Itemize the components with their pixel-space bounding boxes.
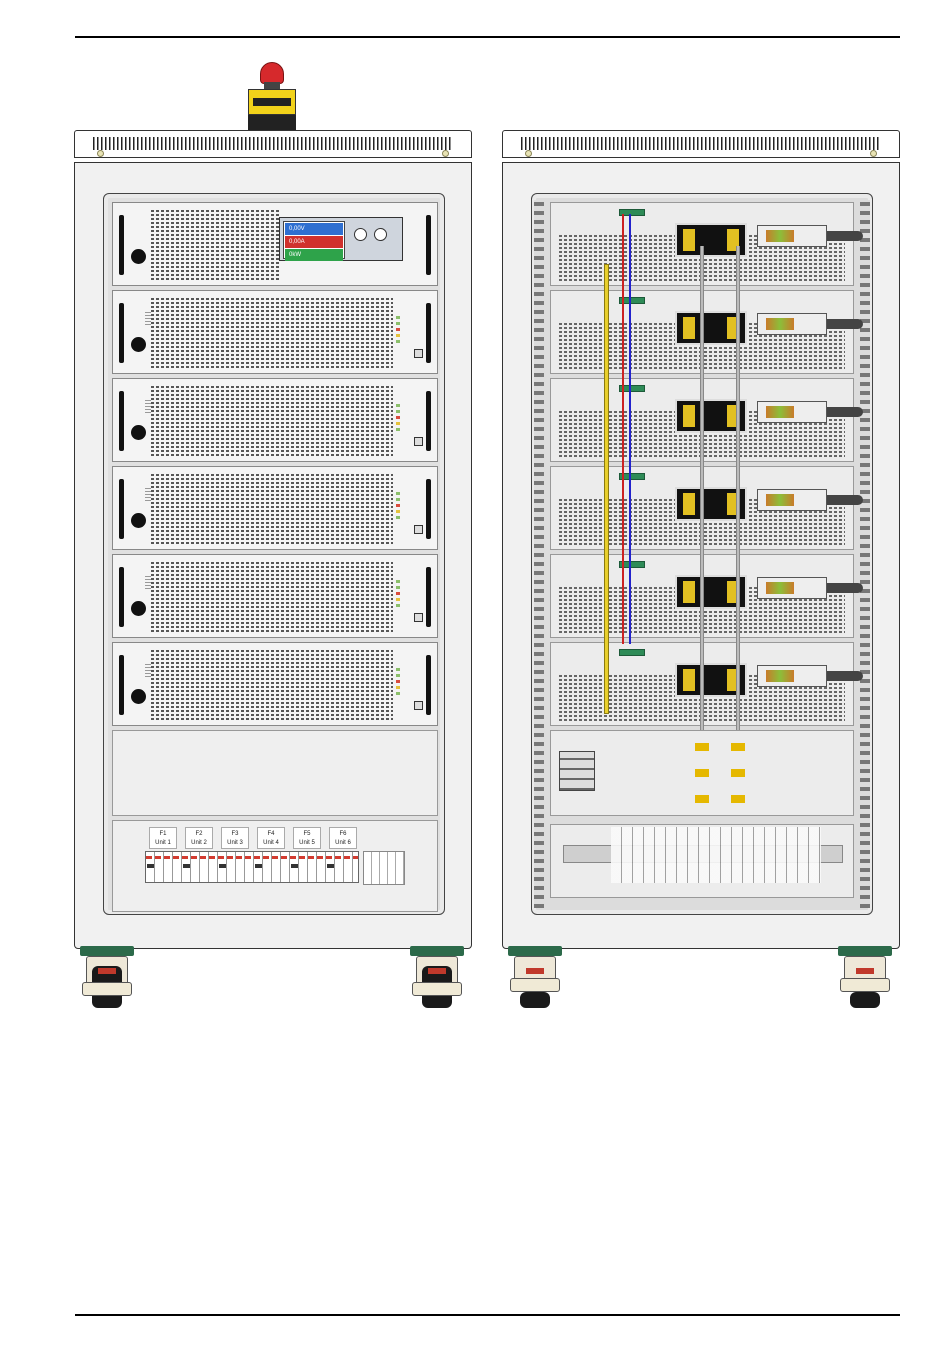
plinth-foot [80,946,134,956]
ac-input-connector [757,489,827,511]
header-rule [75,36,900,38]
air-vent-grille [151,386,393,456]
mains-switch-knob[interactable] [131,249,146,264]
plinth-foot [410,946,464,956]
air-vent-grille [151,298,393,368]
circuit-breakers[interactable] [145,851,359,883]
footer-rule [75,1314,900,1316]
spare-breaker-slots [363,851,405,885]
power-unit [112,378,438,462]
rack-rail-right [860,200,870,908]
current-readout: 0,00A [285,236,343,248]
cabinet-roof [74,130,472,158]
emergency-stop-cap [260,62,284,84]
emergency-stop-button[interactable] [248,62,296,132]
air-vent-grille [151,474,393,544]
sense-wire-red [622,214,624,644]
dc-fuse-holders [731,743,745,803]
lcd-screen: 0,00V 0,00A 0kW [283,221,345,259]
dc-busbar [700,246,704,766]
power-unit [112,642,438,726]
power-unit [112,290,438,374]
mains-switch-knob[interactable] [131,601,146,616]
dc-busbar [736,246,740,766]
castor-wheel [836,956,894,1010]
power-unit-master: 0,00V 0,00A 0kW [112,202,438,286]
usb-port-icon [414,613,423,622]
mains-switch-knob[interactable] [131,689,146,704]
mains-switch-knob[interactable] [131,337,146,352]
air-vent-grille [151,562,393,632]
usb-port-icon [414,525,423,534]
air-vent-grille [151,650,393,720]
rotary-knob-right[interactable] [374,228,387,241]
terminal-block [559,751,595,791]
dc-fuse-holders [695,743,709,803]
terminal-blocks [611,827,821,883]
cabinet-body: 0,00V 0,00A 0kW [74,162,472,949]
castor-wheel [408,956,466,1010]
mains-switch-knob[interactable] [131,513,146,528]
mains-switch-knob[interactable] [131,425,146,440]
blank-panel [112,730,438,816]
usb-port-icon [414,349,423,358]
plinth-foot [838,946,892,956]
front-rack: 0,00V 0,00A 0kW [103,193,445,915]
cabinet-roof [502,130,900,158]
status-leds [396,401,414,434]
rack-rail-left [534,200,544,908]
share-bus-cable [604,264,609,714]
air-vent-grille [151,210,279,280]
rear-rack [531,193,873,915]
cabinet-rear-view [502,130,900,1010]
terminal-connector [619,649,645,656]
usb-port-icon [414,437,423,446]
usb-port-icon [414,701,423,710]
rear-terminal-rail [550,824,854,898]
voltage-readout: 0,00V [285,223,343,235]
ac-input-connector [757,577,827,599]
castor-wheel [78,956,136,1010]
cabinet-front-view: 0,00V 0,00A 0kW [74,130,472,1010]
control-panel-display: 0,00V 0,00A 0kW [279,217,403,261]
roof-vent [93,137,453,150]
power-unit [112,554,438,638]
ac-input-connector [757,401,827,423]
sense-wire-blue [629,214,631,644]
power-readout: 0kW [285,249,343,261]
cabinet-body [502,162,900,949]
status-leds [396,665,414,698]
castor-wheel [506,956,564,1010]
rotary-knob-left[interactable] [354,228,367,241]
plinth-foot [508,946,562,956]
status-leds [396,577,414,610]
power-unit [112,466,438,550]
status-leds [396,489,414,522]
rear-distribution-panel [550,730,854,816]
emergency-stop-housing [248,89,296,115]
roof-vent [521,137,881,150]
status-leds [396,313,414,346]
ac-input-connector [757,665,827,687]
ac-input-connector [757,225,827,247]
ac-input-connector [757,313,827,335]
